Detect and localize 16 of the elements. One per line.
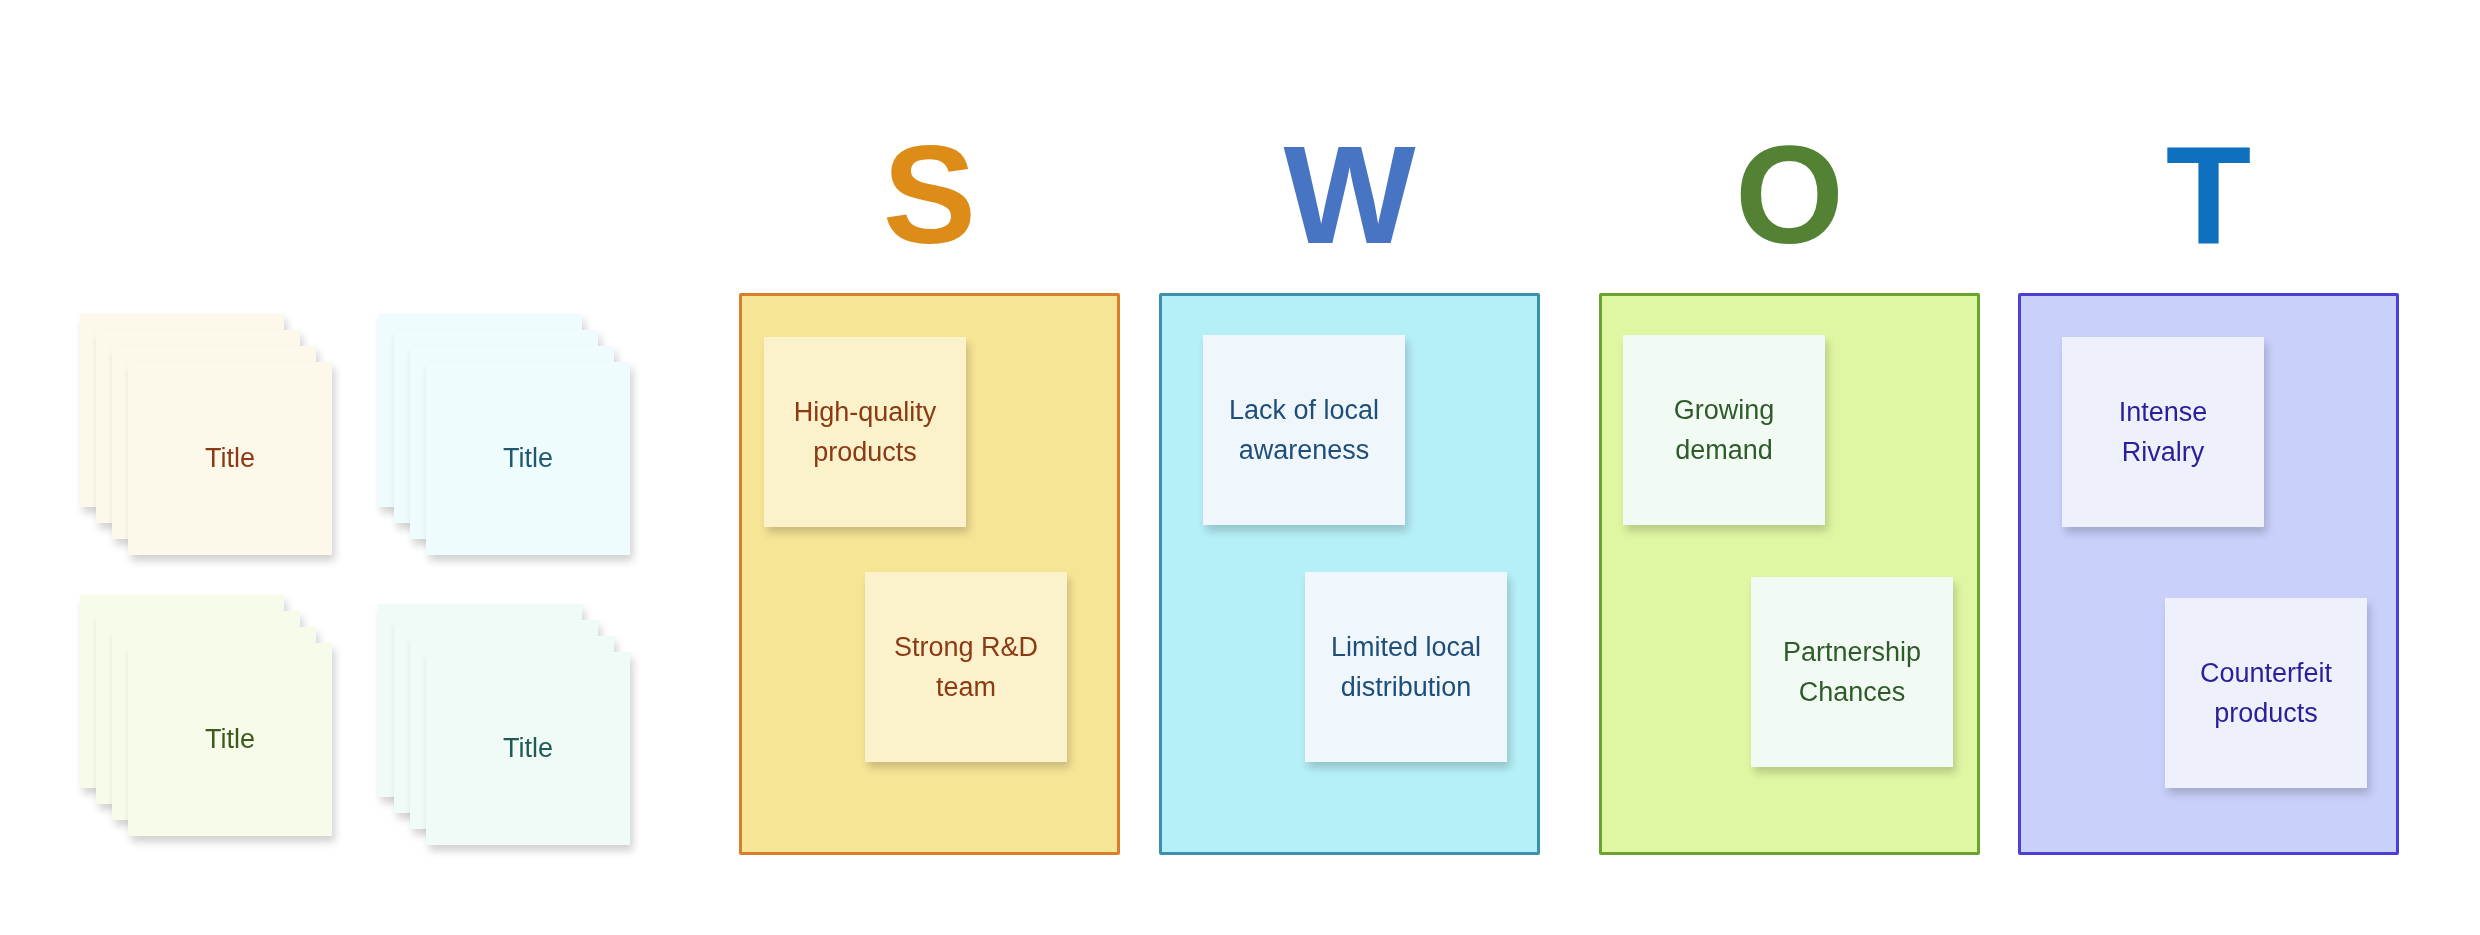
sticky-note: High-quality products: [764, 337, 966, 527]
sticky-note: Limited local distribution: [1305, 572, 1507, 762]
sticky-note: Title: [128, 362, 332, 555]
sticky-note: Counterfeit products: [2165, 598, 2367, 788]
sticky-note: Intense Rivalry: [2062, 337, 2264, 527]
sticky-note: Growing demand: [1623, 335, 1825, 525]
sticky-note: Title: [426, 652, 630, 845]
sticky-note: Title: [426, 362, 630, 555]
swot-letter: S: [882, 130, 977, 260]
sticky-note: Strong R&D team: [865, 572, 1067, 762]
sticky-note: Lack of local awareness: [1203, 335, 1405, 525]
swot-letter: O: [1735, 130, 1844, 260]
swot-letter: T: [2165, 130, 2252, 260]
sticky-note: Partnership Chances: [1751, 577, 1953, 767]
swot-letter: W: [1283, 130, 1416, 260]
sticky-note: Title: [128, 643, 332, 836]
